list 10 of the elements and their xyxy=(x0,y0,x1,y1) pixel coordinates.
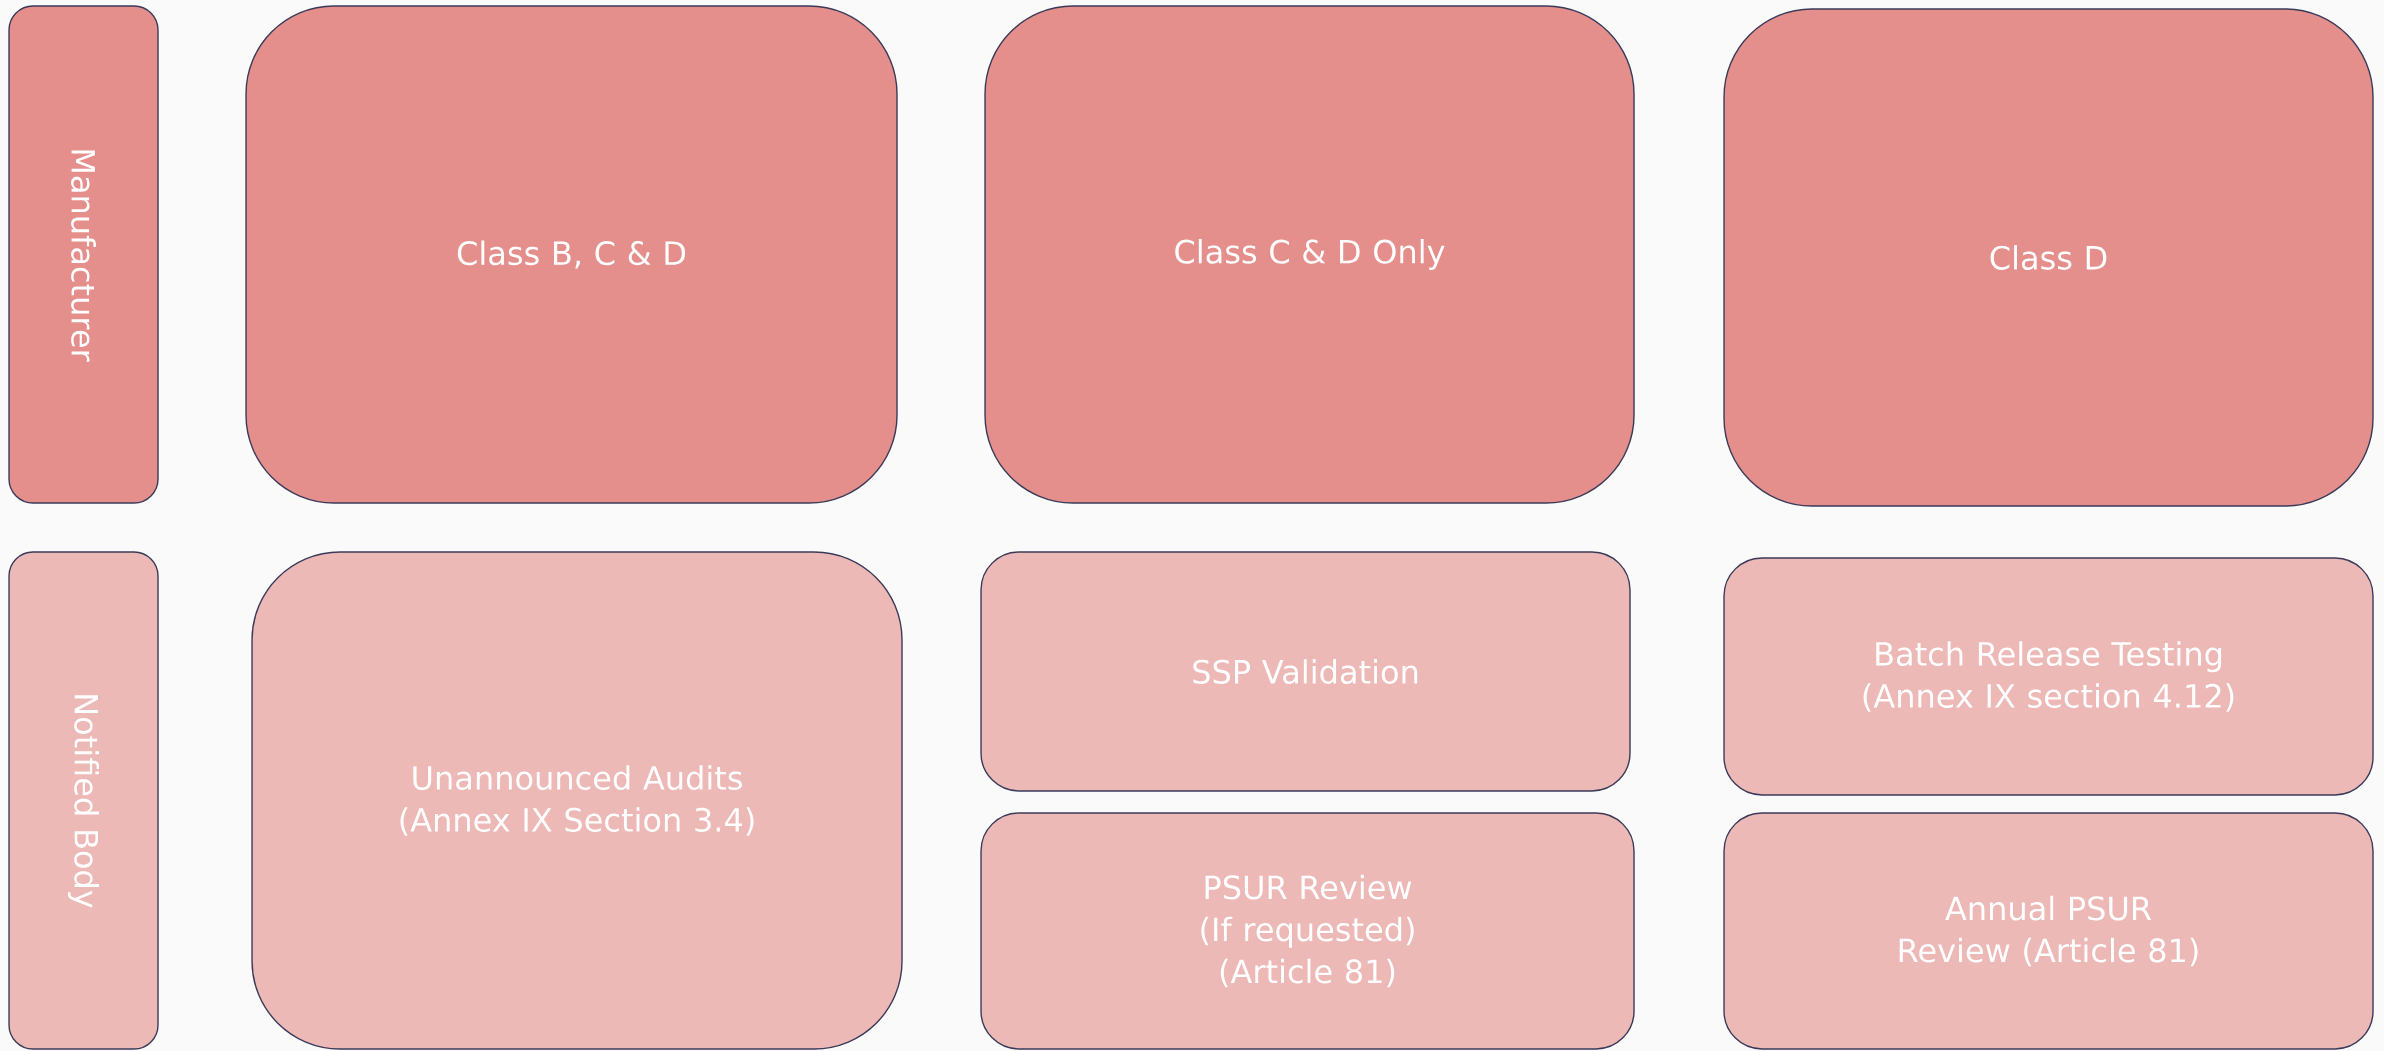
activity-box: SSP Validation xyxy=(980,551,1631,792)
row-header-box: Manufacturer xyxy=(8,5,159,504)
activity-box: PSUR Review (If requested) (Article 81) xyxy=(980,812,1635,1050)
row-header-box: Notified Body xyxy=(8,551,159,1050)
activity-box: Batch Release Testing (Annex IX section 4.12) xyxy=(1723,557,2374,796)
class-box: Class B, C & D xyxy=(245,5,898,504)
activity-box: Annual PSUR Review (Article 81) xyxy=(1723,812,2374,1050)
activity-box: Unannounced Audits (Annex IX Section 3.4) xyxy=(251,551,903,1050)
class-box: Class D xyxy=(1723,8,2374,507)
class-box: Class C & D Only xyxy=(984,5,1635,504)
